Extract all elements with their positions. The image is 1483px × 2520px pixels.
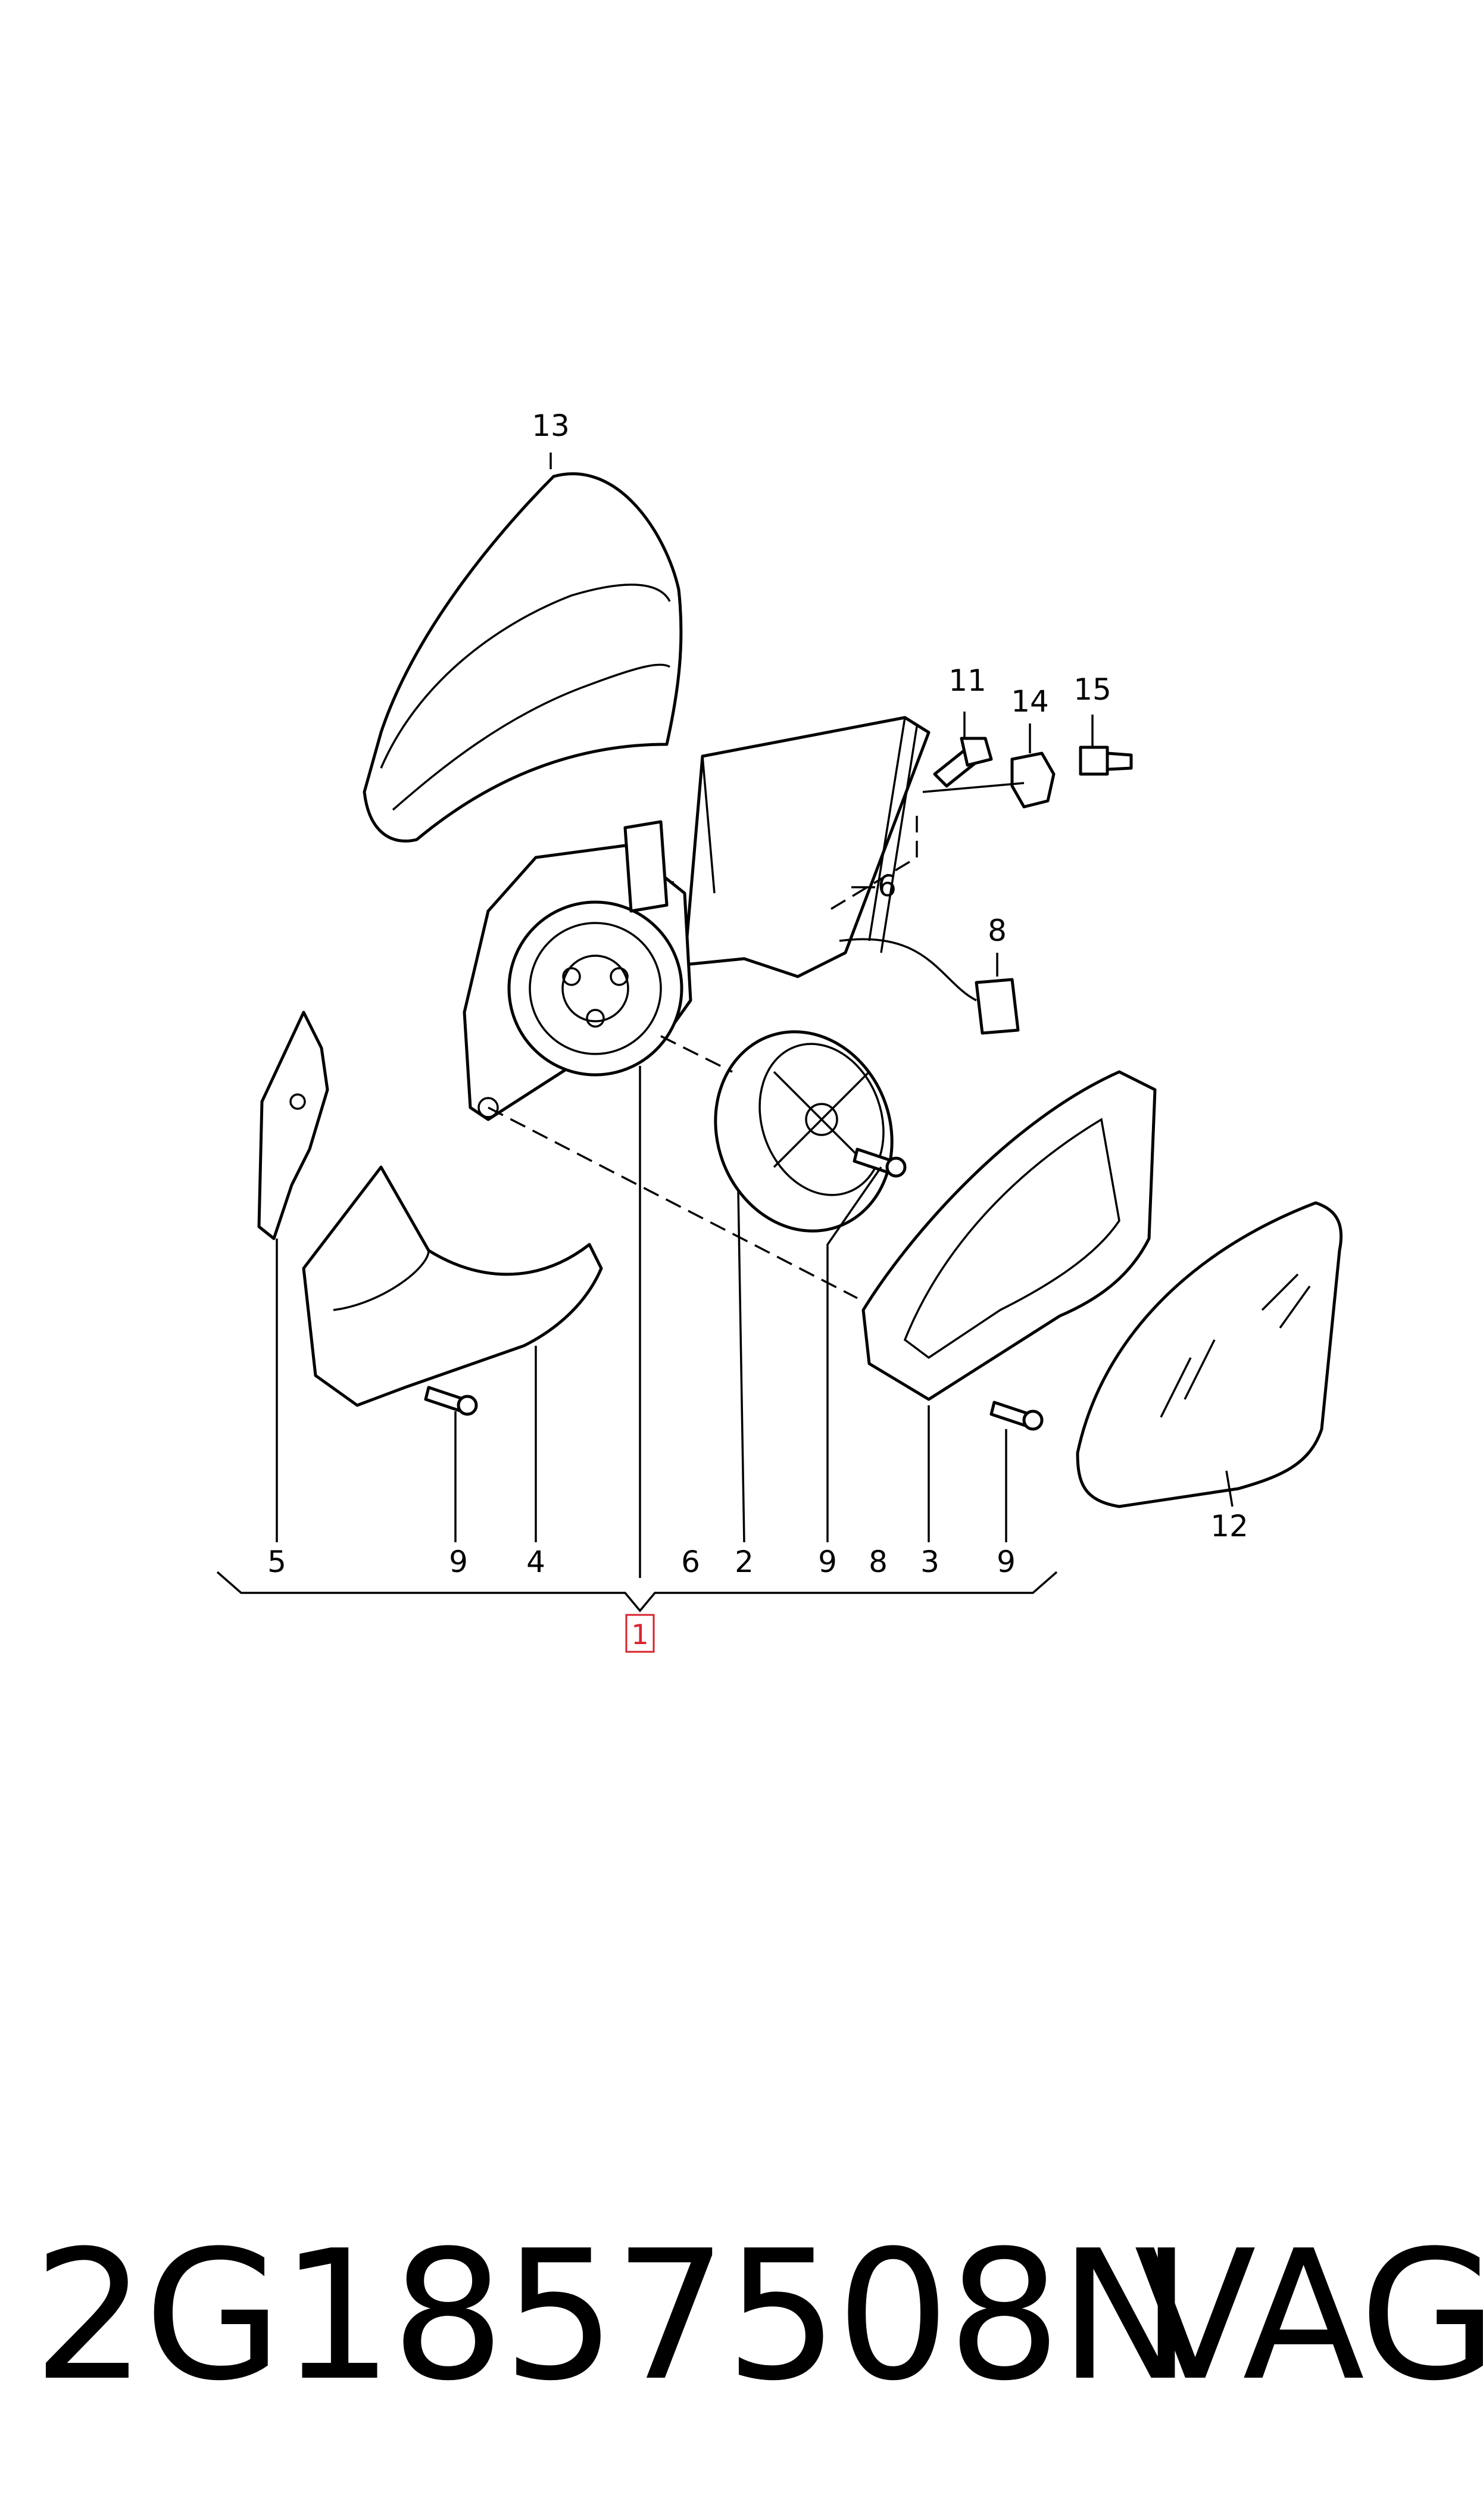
- callout-9-middle: 9: [818, 1545, 837, 1579]
- callout-13: 13: [532, 408, 570, 443]
- screw-15: [1079, 746, 1133, 776]
- callout-3: 3: [920, 1545, 939, 1579]
- screw-9-a: [853, 1147, 907, 1178]
- bolt-11: [933, 737, 993, 788]
- brand-name: VAG: [1134, 2212, 1483, 2420]
- callout-8-bottom: 8: [869, 1545, 888, 1579]
- lower-cover: [302, 1165, 603, 1407]
- adjustment-motor: [714, 1030, 894, 1233]
- bracket-5: [257, 1011, 329, 1240]
- mirror-base-arm: [672, 716, 931, 978]
- leader-lines: [276, 453, 1234, 1578]
- center-axis: [660, 1035, 733, 1073]
- screw-9-b: [424, 1386, 478, 1416]
- callout-9-left: 9: [449, 1545, 468, 1579]
- callout-5: 5: [267, 1545, 286, 1579]
- callout-1-box: [625, 1614, 655, 1653]
- wiring-harness: [839, 938, 1020, 1035]
- assembly-axis: [488, 1106, 858, 1299]
- callout-4: 4: [526, 1545, 545, 1579]
- callout-14: 14: [1011, 684, 1049, 719]
- mirror-housing-assembly: [463, 820, 692, 1121]
- mirror-frame: [861, 1070, 1157, 1401]
- callout-2: 2: [735, 1545, 754, 1579]
- mirror-cover-cap: [363, 472, 683, 843]
- callout-9-right: 9: [997, 1545, 1016, 1579]
- callout-6-bottom: 6: [681, 1545, 700, 1579]
- mirror-glass: [1076, 1201, 1343, 1508]
- part-number: 2G1857508N: [33, 2212, 1192, 2420]
- callout-15: 15: [1073, 672, 1112, 707]
- callout-8-top: 8: [988, 913, 1007, 948]
- screw-9-c: [989, 1401, 1044, 1431]
- clip-14: [1010, 751, 1056, 809]
- cable-dash: [922, 782, 1025, 793]
- callout-6-top: 6: [878, 869, 897, 903]
- callout-1: 1: [631, 1618, 648, 1651]
- callout-11: 11: [948, 663, 986, 698]
- group-bracket: [216, 1571, 1058, 1613]
- callout-12: 12: [1210, 1509, 1248, 1543]
